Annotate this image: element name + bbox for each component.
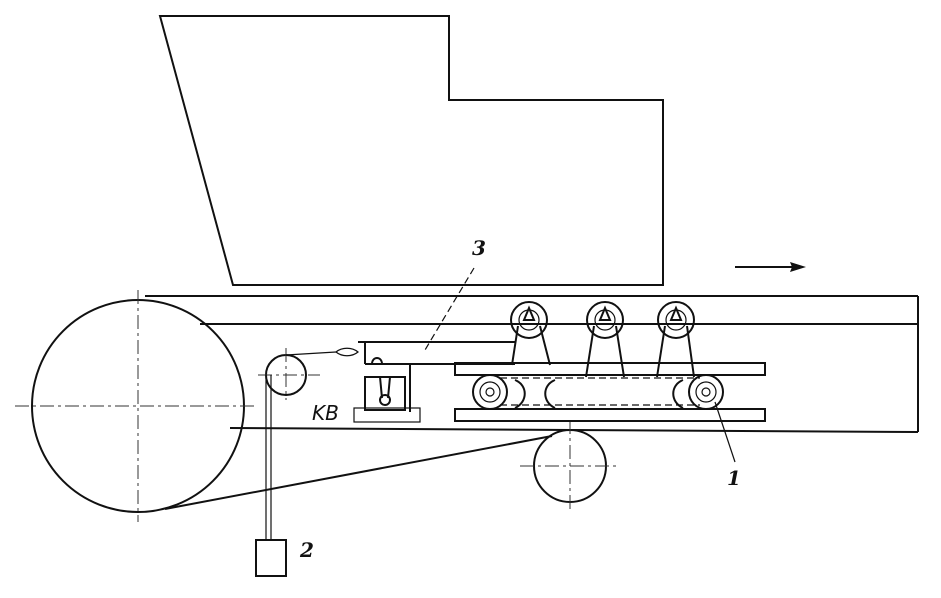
leader-line-3: [424, 267, 475, 351]
limit-switch: [353, 357, 421, 423]
idler-roller-1: [510, 301, 551, 366]
leader-line-1: [714, 401, 736, 463]
idler-roller-3: [656, 301, 695, 378]
label-roller: 1: [727, 466, 741, 490]
return-belt: [164, 435, 553, 510]
return-idler: [520, 420, 620, 510]
carriage-wheel-right: [688, 374, 724, 410]
carriage-wheel-left: [472, 374, 508, 410]
direction-arrow-icon: [735, 262, 806, 272]
label-switch: KB: [312, 401, 339, 425]
carriage-rails: [454, 362, 766, 422]
idler-roller-2: [585, 301, 625, 378]
label-lever: 3: [472, 236, 486, 260]
tension-rope: [265, 347, 359, 540]
carriage-body: [500, 377, 700, 409]
upper-belt: [145, 295, 918, 325]
counterweight: [255, 539, 287, 577]
head-pulley: [15, 290, 255, 522]
label-weight: 2: [299, 538, 314, 562]
rope-pulley: [258, 348, 320, 400]
hopper-body: [158, 15, 664, 286]
